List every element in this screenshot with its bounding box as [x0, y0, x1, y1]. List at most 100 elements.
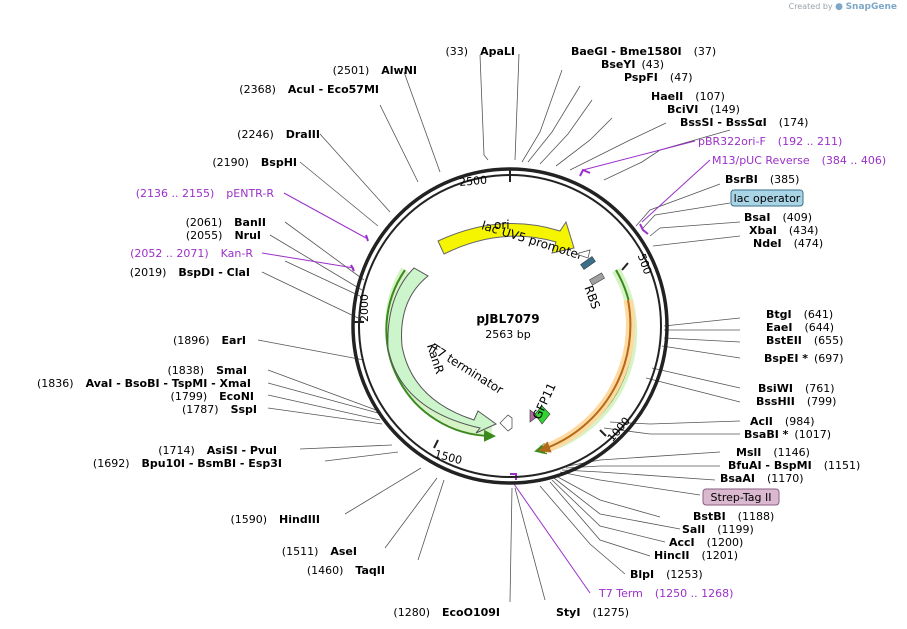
tag-arc-orange[interactable]	[538, 299, 632, 453]
site-pos: (1201)	[702, 549, 739, 562]
primer-range: (2052 .. 2071)	[130, 247, 209, 260]
site-pos: (43)	[641, 58, 664, 71]
site-name[interactable]: BsaAI	[720, 472, 755, 485]
site-pos: (1280)	[393, 606, 430, 619]
primer-markers	[350, 168, 649, 480]
svg-text:(1799)EcoNI: (1799)EcoNI	[171, 390, 254, 403]
site-pos: (37)	[694, 45, 717, 58]
site-pos: (1836)	[37, 377, 74, 390]
site-pos: (434)	[789, 224, 819, 237]
site-pos: (2368)	[239, 83, 276, 96]
site-name[interactable]: BssSI - BssSαI	[680, 116, 767, 129]
site-name[interactable]: DraIII	[286, 128, 320, 141]
primer-name[interactable]: Kan-R	[221, 247, 254, 260]
site-name[interactable]: SmaI	[216, 364, 247, 377]
site-name[interactable]: AclI	[750, 415, 773, 428]
primer-range: (1250 .. 1268)	[655, 587, 734, 600]
lac-operator-feature[interactable]	[580, 256, 596, 270]
site-name[interactable]: ApaLI	[480, 45, 515, 58]
strep-tag-box[interactable]	[702, 488, 780, 506]
site-name[interactable]: TaqII	[355, 564, 385, 577]
site-pos: (2501)	[333, 64, 370, 77]
site-name[interactable]: EaeI	[766, 321, 793, 334]
site-pos: (761)	[805, 382, 835, 395]
site-name[interactable]: AcuI - Eco57MI	[288, 83, 379, 96]
gfp11-label: GFP11	[530, 381, 559, 422]
site-name[interactable]: AlwNI	[381, 64, 417, 77]
tick-label-2000: 2000	[358, 294, 371, 322]
site-pos: (1188)	[738, 510, 775, 523]
site-name[interactable]: BseYI	[601, 58, 635, 71]
site-name[interactable]: BtgI	[766, 308, 792, 321]
svg-text:SalI(1199): SalI (1199)	[682, 523, 754, 536]
site-name[interactable]: BspEI *	[764, 352, 808, 365]
svg-text:HaeII(107): HaeII(107)	[651, 90, 725, 103]
site-pos: (655)	[814, 334, 844, 347]
site-name[interactable]: BlpI	[630, 568, 654, 581]
site-name[interactable]: EcoNI	[219, 390, 254, 403]
site-pos: (33)	[445, 45, 468, 58]
primer-name[interactable]: pENTR-R	[226, 187, 274, 200]
ori-feature[interactable]	[437, 220, 575, 255]
site-name[interactable]: BsaBI *	[744, 428, 789, 441]
site-name[interactable]: BspDI - ClaI	[178, 266, 250, 279]
site-name[interactable]: AvaI - BsoBI - TspMI - XmaI	[86, 377, 251, 390]
svg-text:T7 Term(1250 .. 1268): T7 Term (1250 .. 1268)	[598, 587, 733, 600]
leader-lines	[257, 53, 741, 603]
site-name[interactable]: BanII	[234, 216, 266, 229]
strep-tag-feature[interactable]	[529, 409, 539, 423]
site-name[interactable]: BfuAI - BspMI	[728, 459, 812, 472]
primer-name[interactable]: T7 Term	[598, 587, 643, 600]
site-name[interactable]: BciVI	[667, 103, 698, 116]
site-name[interactable]: AseI	[330, 545, 357, 558]
site-name[interactable]: SspI	[231, 403, 257, 416]
site-name[interactable]: NruI	[234, 229, 261, 242]
watermark-brand: SnapGene	[845, 2, 897, 12]
kanr-outer-arc[interactable]	[385, 269, 496, 442]
site-pos: (2019)	[130, 266, 167, 279]
site-name[interactable]: BsrBI	[725, 173, 758, 186]
site-pos: (385)	[770, 173, 800, 186]
kanr-feature[interactable]	[387, 267, 497, 434]
site-name[interactable]: EarI	[222, 334, 246, 347]
gfp11-feature[interactable]	[534, 405, 551, 425]
site-name[interactable]: NdeI	[753, 237, 782, 250]
svg-text:BstEII(655): BstEII (655)	[766, 334, 843, 347]
svg-text:HincII(1201): HincII (1201)	[654, 549, 738, 562]
primer-name[interactable]: pBR322ori-F	[698, 135, 766, 148]
rbs-feature[interactable]	[589, 272, 605, 286]
site-pos: (1460)	[307, 564, 344, 577]
site-name[interactable]: StyI	[556, 606, 580, 619]
site-name[interactable]: BstBI	[693, 510, 726, 523]
site-name[interactable]: EcoO109I	[442, 606, 500, 619]
site-name[interactable]: BssHII	[756, 395, 795, 408]
svg-text:(33)ApaLI: (33) ApaLI	[445, 45, 515, 58]
site-name[interactable]: BspHI	[261, 156, 297, 169]
site-name[interactable]: XbaI	[749, 224, 777, 237]
site-name[interactable]: HincII	[654, 549, 690, 562]
site-pos: (799)	[807, 395, 837, 408]
site-name[interactable]: HaeII	[651, 90, 683, 103]
site-name[interactable]: HindIII	[279, 513, 320, 526]
primer-name[interactable]: M13/pUC Reverse	[712, 154, 810, 167]
site-name[interactable]: BsaI	[744, 211, 770, 224]
site-name[interactable]: Bpu10I - BsmBI - Esp3I	[142, 457, 283, 470]
svg-text:BseYI(43): BseYI (43)	[601, 58, 664, 71]
ori-label: ori	[494, 218, 510, 232]
lac-operator-box-label: lac operator	[734, 192, 801, 205]
site-name[interactable]: SalI	[682, 523, 705, 536]
site-pos: (1146)	[773, 446, 810, 459]
site-pos: (1199)	[717, 523, 754, 536]
site-name[interactable]: BsiWI	[758, 382, 793, 395]
site-name[interactable]: AsiSI - PvuI	[207, 444, 277, 457]
site-name[interactable]: BstEII	[766, 334, 802, 347]
site-name[interactable]: MslI	[736, 446, 761, 459]
t7-terminator-feature[interactable]	[499, 414, 513, 432]
site-name[interactable]: PspFI	[624, 71, 658, 84]
site-name[interactable]: BaeGI - Bme1580I	[571, 45, 682, 58]
svg-text:(1460)TaqII: (1460) TaqII	[307, 564, 385, 577]
svg-text:BsaBI *(1017): BsaBI *(1017)	[744, 428, 831, 441]
site-pos: (1590)	[230, 513, 267, 526]
lac-operator-box[interactable]	[730, 189, 804, 207]
site-name[interactable]: AccI	[669, 536, 695, 549]
